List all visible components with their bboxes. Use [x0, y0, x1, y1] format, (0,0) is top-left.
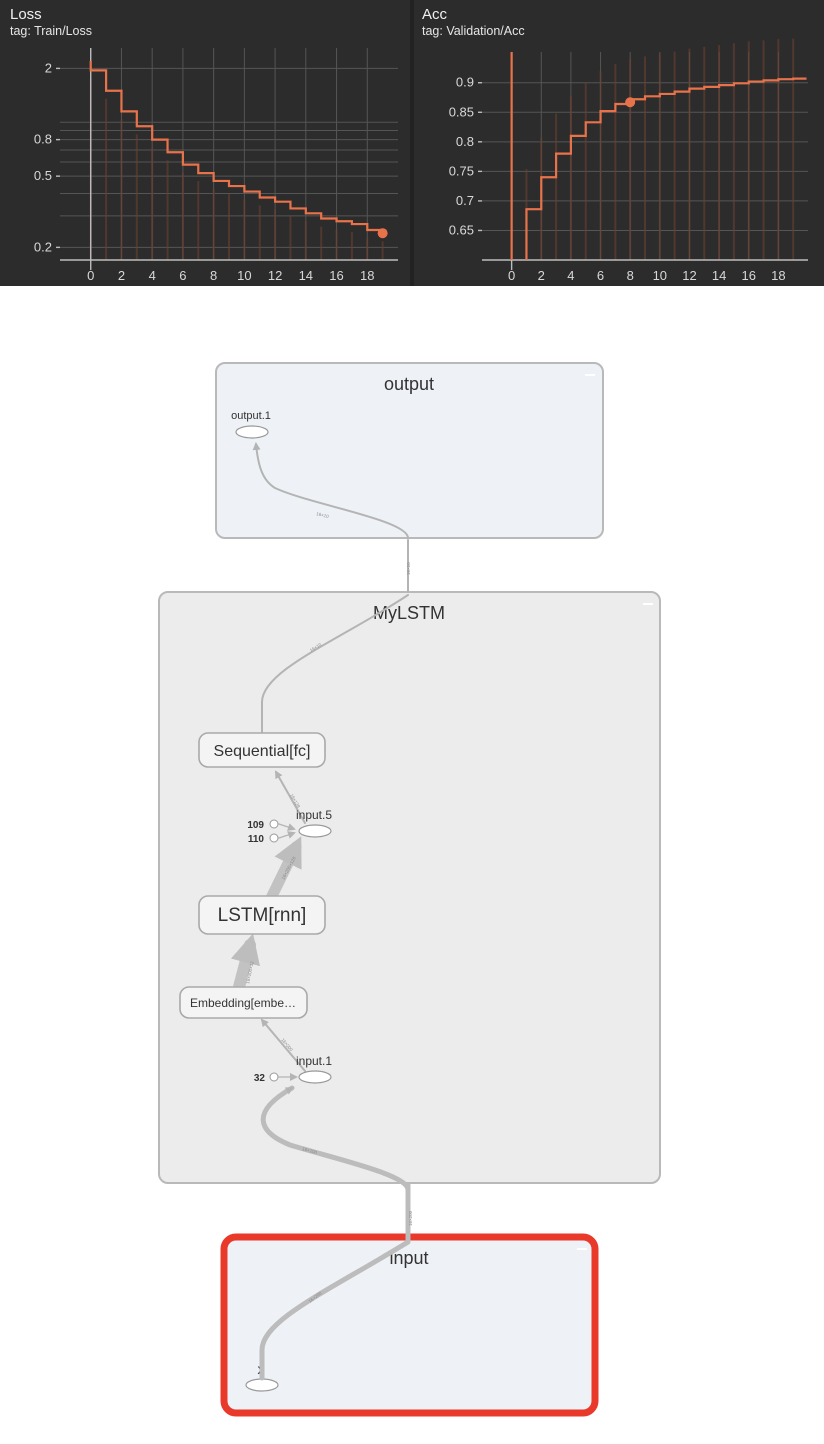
acc-chart-tag: tag: Validation/Acc: [422, 24, 525, 38]
loss-series[interactable]: [89, 60, 388, 239]
edge-label: 16×10: [316, 511, 330, 519]
y-tick-label: 0.7: [456, 193, 474, 208]
edge-label: 16×200×32: [245, 960, 255, 984]
node-lstm-rnn[interactable]: LSTM[rnn]: [198, 895, 326, 935]
node-lstm-label: LSTM[rnn]: [218, 905, 307, 926]
series-line: [89, 60, 384, 234]
x-tick-label: 12: [268, 268, 282, 283]
edge-emb-to-lstm: [230, 933, 260, 993]
loss-chart-panel[interactable]: Loss tag: Train/Loss 0 2 4 6 8 10 12 14 16 18 2 0.8…: [10, 6, 398, 283]
x-tick-label: 8: [627, 268, 634, 283]
x-tick-label: 4: [149, 268, 156, 283]
acc-chart-title: Acc: [422, 6, 448, 23]
x-tick-label: 18: [360, 268, 374, 283]
loss-chart-title: Loss: [10, 6, 42, 23]
node-embedding[interactable]: Embedding[embe…: [179, 986, 308, 1019]
y-tick-label: 0.2: [34, 239, 52, 254]
edge-x-out: [259, 1239, 411, 1381]
y-tick-label: 0.9: [456, 75, 474, 90]
input-box-title: input: [389, 1248, 428, 1268]
x-tick-label: 0: [87, 268, 94, 283]
x-tick-label: 10: [653, 268, 667, 283]
series-line: [510, 52, 807, 260]
mylstm-box[interactable]: MyLSTM: [158, 591, 661, 1184]
input-node-x[interactable]: [245, 1378, 279, 1392]
edge-input5-to-fc: [275, 770, 306, 824]
collapse-icon[interactable]: [577, 1248, 587, 1250]
acc-tick-labels: 0 2 4 6 8 10 12 14 16 18 0.9 0.85 0.8 0.75 0.7 0.65: [449, 75, 786, 283]
x-tick-label: 6: [597, 268, 604, 283]
node-input1-label: input.1: [296, 1054, 332, 1068]
acc-raw-traces: [525, 38, 795, 260]
const-110-label: 110: [248, 834, 265, 845]
node-input5[interactable]: input.5: [296, 808, 332, 838]
x-tick-label: 14: [299, 268, 313, 283]
loss-tick-labels: 0 2 4 6 8 10 12 14 16 18 2 0.8 0.5 0.2: [34, 60, 375, 283]
output-box[interactable]: output output.1: [215, 362, 604, 539]
node-input1[interactable]: input.1: [296, 1054, 332, 1084]
y-tick-label: 2: [45, 60, 52, 75]
edge-label: 16×10: [406, 562, 411, 575]
collapse-icon[interactable]: [643, 603, 653, 605]
edge-lstm-to-input5: [265, 836, 302, 904]
node-sequential-label: Sequential[fc]: [214, 743, 311, 760]
x-tick-label: 4: [567, 268, 574, 283]
x-tick-label: 2: [538, 268, 545, 283]
collapse-icon[interactable]: [585, 374, 595, 376]
edge-into-input1: [260, 1085, 411, 1193]
x-tick-label: 8: [210, 268, 217, 283]
y-tick-label: 0.85: [449, 104, 474, 119]
output-box-title: output: [384, 374, 434, 394]
const-110[interactable]: 110: [248, 833, 279, 845]
const-32[interactable]: 32: [254, 1072, 279, 1084]
highlight-point: [377, 228, 388, 239]
loss-chart-tag: tag: Train/Loss: [10, 24, 92, 38]
x-tick-label: 14: [712, 268, 726, 283]
loss-axes: [56, 48, 398, 270]
highlight-point: [625, 97, 636, 108]
x-tick-label: 2: [118, 268, 125, 283]
acc-series[interactable]: [510, 52, 807, 260]
x-tick-label: 12: [682, 268, 696, 283]
x-tick-label: 0: [508, 268, 515, 283]
output-node-label: output.1: [231, 410, 271, 422]
edge-109: [278, 823, 296, 831]
edge-to-output: [252, 442, 409, 539]
x-tick-label: 6: [179, 268, 186, 283]
edge-110: [278, 831, 296, 839]
const-109-label: 109: [247, 820, 264, 831]
edge-label: 16×10: [309, 642, 323, 653]
edge-label: 16×200: [302, 1146, 318, 1155]
y-tick-label: 0.75: [449, 163, 474, 178]
graph-edges: [230, 442, 411, 1381]
node-input5-label: input.5: [296, 808, 332, 822]
edge-fc-out: [261, 594, 409, 738]
const-32-label: 32: [254, 1073, 266, 1084]
mylstm-box-title: MyLSTM: [373, 603, 445, 623]
model-graph[interactable]: output output.1 MyLSTM input x 16×10 16×…: [0, 286, 824, 1444]
edge-label: 16×200: [408, 1210, 413, 1226]
edge-input1-to-emb: [260, 1018, 306, 1072]
x-tick-label: 10: [237, 268, 251, 283]
scalar-charts: Loss tag: Train/Loss 0 2 4 6 8 10 12 14 16 18 2 0.8…: [0, 0, 824, 286]
y-tick-label: 0.65: [449, 222, 474, 237]
node-sequential-fc[interactable]: Sequential[fc]: [198, 732, 326, 768]
y-tick-label: 0.5: [34, 168, 52, 183]
x-tick-label: 18: [771, 268, 785, 283]
node-embedding-label: Embedding[embe…: [190, 996, 296, 1010]
y-tick-label: 0.8: [456, 134, 474, 149]
const-109[interactable]: 109: [247, 819, 279, 831]
x-tick-label: 16: [329, 268, 343, 283]
x-tick-label: 16: [741, 268, 755, 283]
output-node[interactable]: [235, 425, 269, 439]
y-tick-label: 0.8: [34, 132, 52, 147]
